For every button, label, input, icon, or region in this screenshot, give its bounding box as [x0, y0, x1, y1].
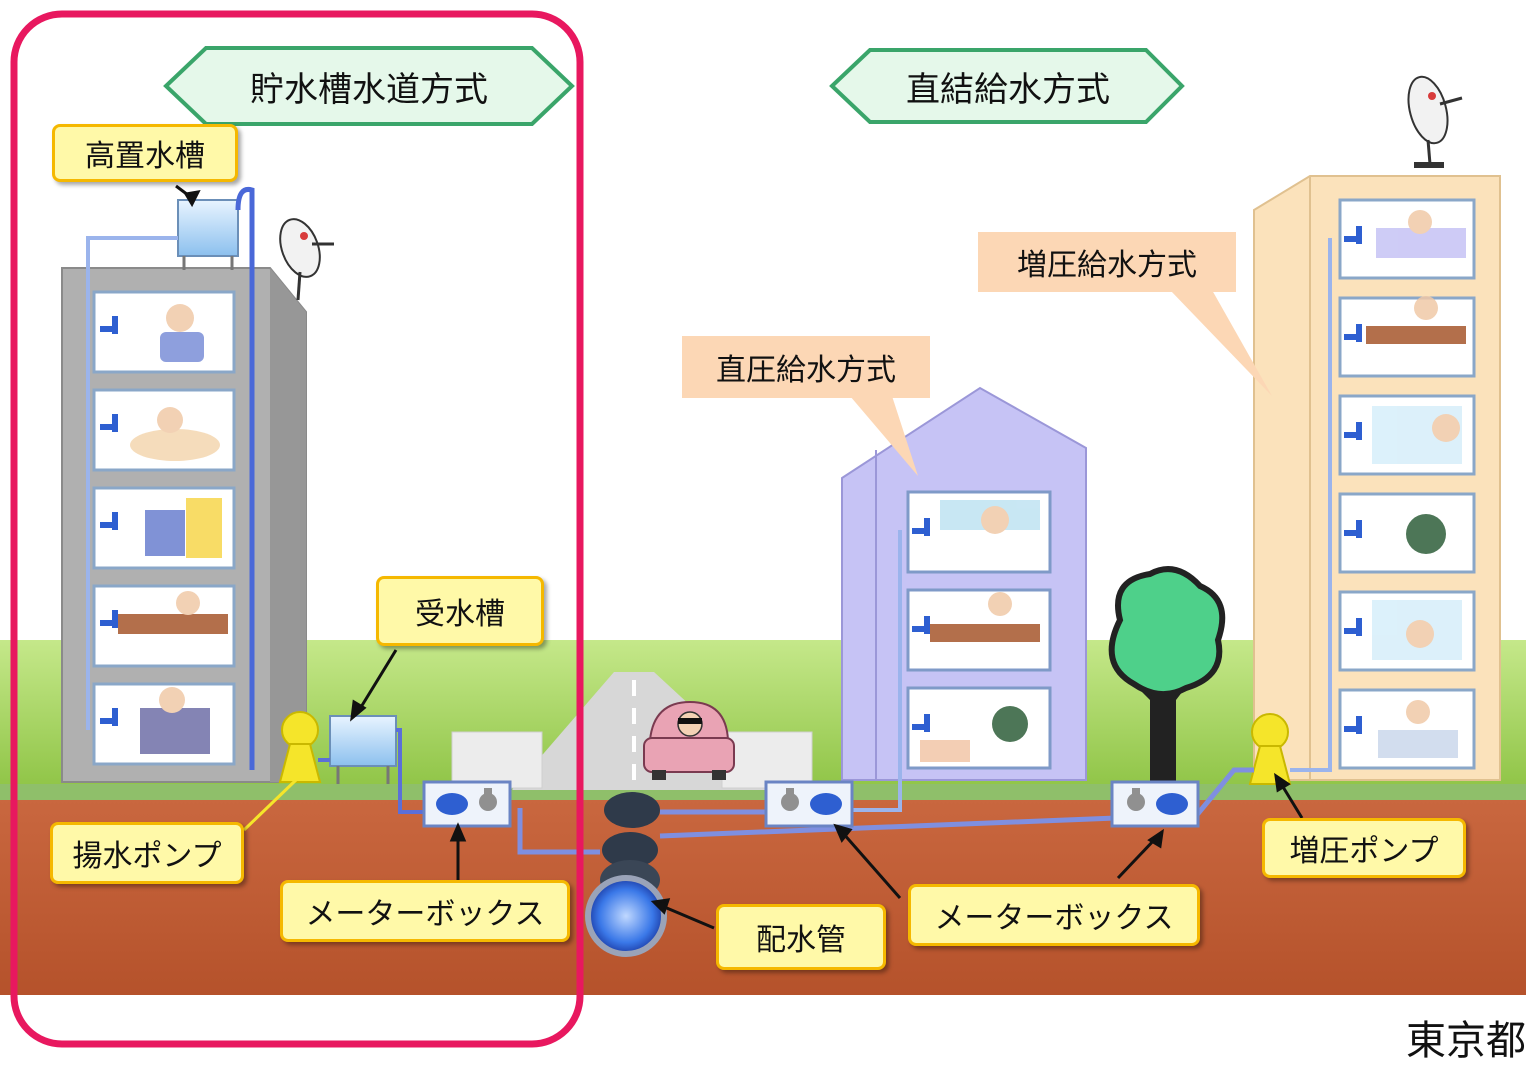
booster-supply-callout: 増圧給水方式	[978, 232, 1236, 292]
car-icon	[643, 700, 735, 780]
pump-icon	[1248, 713, 1292, 785]
direct-system-title: 直結給水方式	[906, 69, 1110, 110]
water-meter-icon	[1110, 780, 1200, 828]
direct-system-banner-shape	[829, 48, 1185, 124]
water-meter-icon	[764, 780, 854, 828]
faucet-icon	[100, 316, 118, 726]
meter-box-right-label: メーターボックス	[908, 884, 1200, 946]
highlight-frame	[10, 10, 584, 1048]
booster-pump-label: 増圧ポンプ	[1262, 818, 1466, 878]
tree-icon	[1108, 566, 1226, 790]
receiving-tank-label: 受水槽	[376, 576, 544, 646]
source-credit: 東京都	[1406, 1018, 1526, 1064]
tank-system-title: 貯水槽水道方式	[250, 69, 488, 110]
elevated-tank	[86, 186, 255, 770]
underground-pipes	[517, 767, 1254, 855]
middle-building	[841, 386, 1087, 812]
distribution-pipe	[585, 792, 667, 957]
distribution-pipe-label: 配水管	[716, 904, 886, 970]
callout-tails	[850, 290, 1272, 476]
elevated-tank-label: 高置水槽	[52, 124, 238, 182]
direct-pressure-callout: 直圧給水方式	[682, 336, 930, 398]
pump-icon	[278, 711, 322, 783]
satellite-dish-icon	[279, 218, 334, 301]
pointer-arrows	[175, 184, 1304, 930]
floor-scenes	[118, 304, 228, 754]
water-meter-icon	[422, 780, 512, 828]
left-building	[61, 267, 307, 783]
right-building	[1253, 175, 1501, 781]
meter-box-left-label: メーターボックス	[280, 880, 570, 942]
lift-pump-label: 揚水ポンプ	[50, 822, 244, 884]
satellite-dish-icon	[1407, 75, 1463, 168]
pump-pointer	[242, 778, 298, 832]
receiving-tank	[318, 715, 430, 814]
